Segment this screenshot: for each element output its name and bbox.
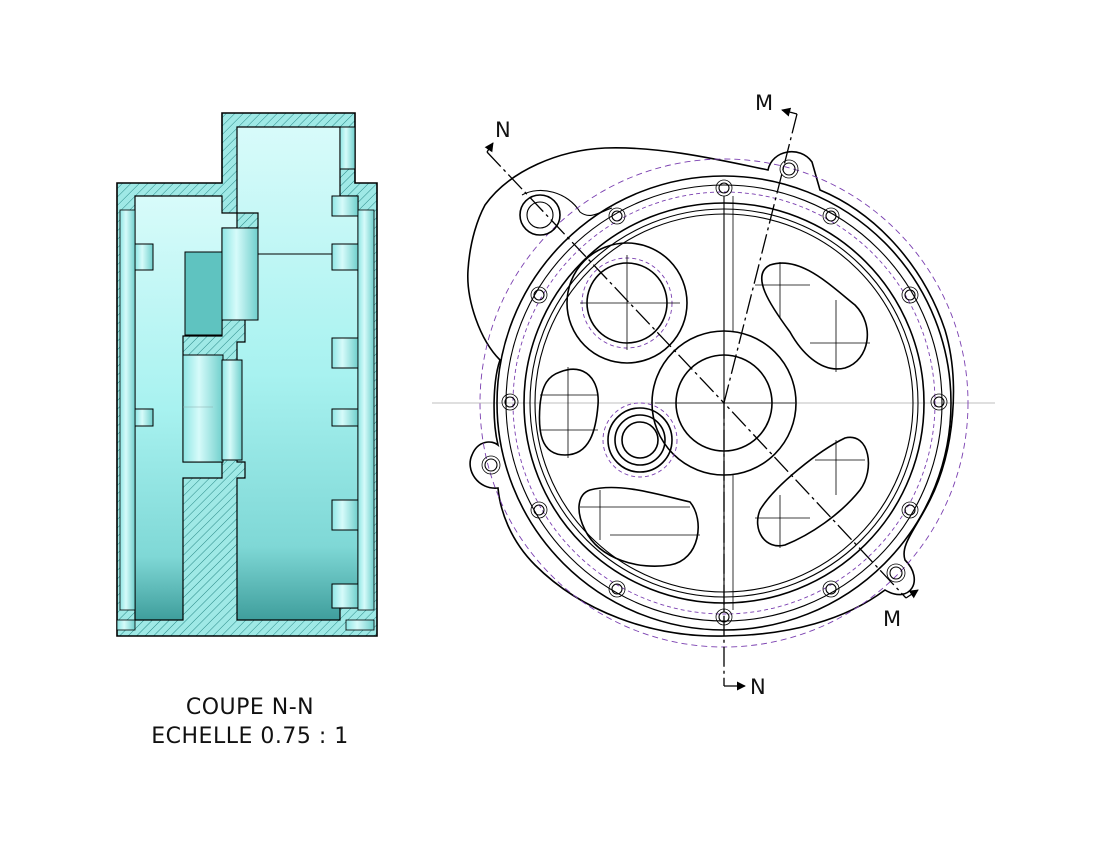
- bolt-holes: [481, 159, 948, 626]
- outer-flange-contour: [467, 147, 955, 637]
- cut-label-n-bottom: N: [750, 675, 766, 699]
- cut-label-m-bottom: M: [883, 607, 901, 631]
- section-boss-upper: [221, 227, 259, 321]
- section-dark-block: [184, 251, 223, 336]
- front-view: N N M M: [432, 91, 995, 699]
- section-view: [116, 112, 378, 637]
- section-title: COUPE N-N: [185, 695, 315, 720]
- section-boss-lower: [182, 354, 224, 463]
- cut-label-m-top: M: [755, 91, 773, 115]
- cut-label-n-top: N: [495, 118, 511, 142]
- section-scale: ECHELLE 0.75 : 1: [151, 724, 349, 749]
- cut-line-m: [723, 113, 907, 599]
- cut-line-n: [486, 151, 725, 686]
